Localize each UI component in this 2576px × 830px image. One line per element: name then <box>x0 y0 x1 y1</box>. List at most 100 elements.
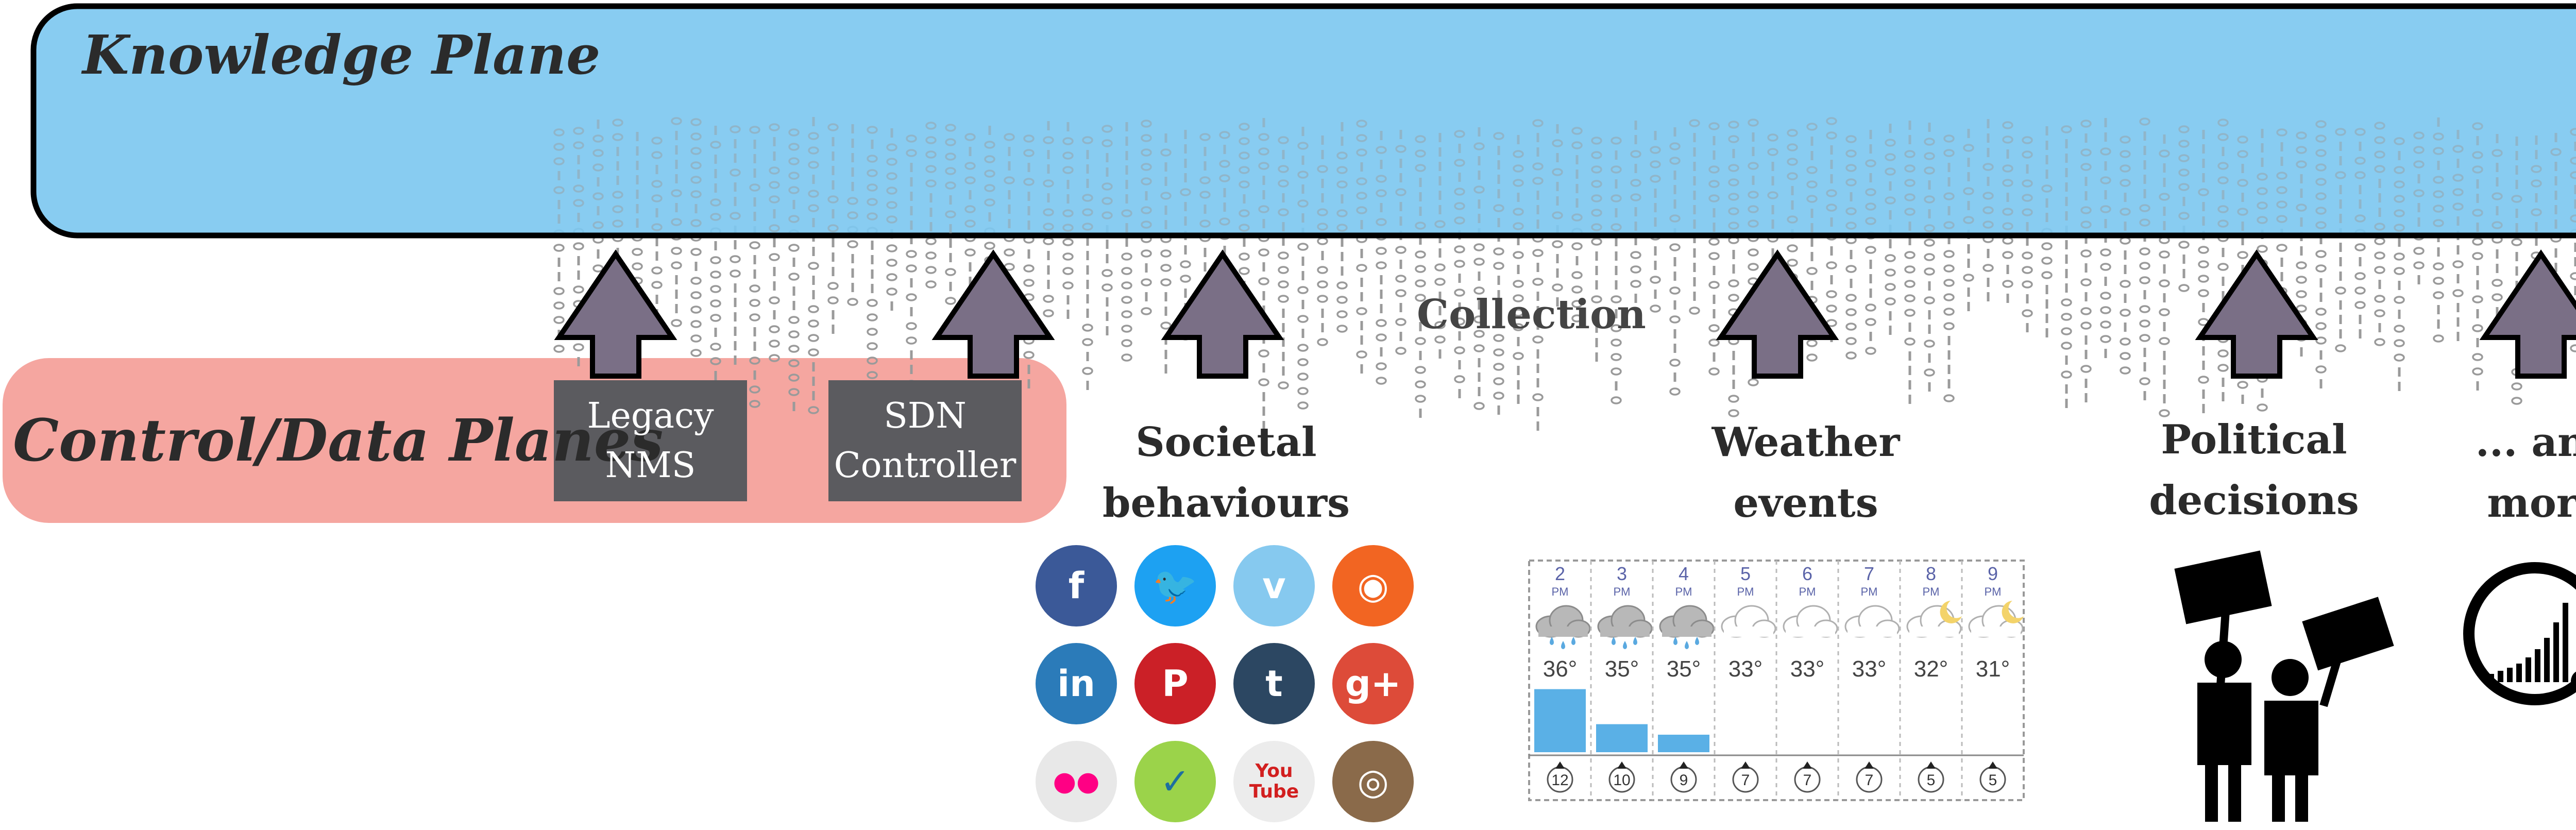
stream-zero <box>1297 372 1309 381</box>
stream-zero <box>1885 254 1896 262</box>
stream-zero <box>984 155 995 163</box>
stream-zero <box>945 124 956 132</box>
stream-zero <box>1532 335 1544 344</box>
stream-zero <box>2159 409 2170 417</box>
stream-zero <box>1806 267 1818 275</box>
stream-zero <box>2335 128 2346 136</box>
stream-zero <box>1043 309 1054 317</box>
weather-ampm: PM <box>1737 585 1754 598</box>
stream-zero <box>1278 165 1289 173</box>
stream-zero <box>1904 337 1916 346</box>
stream-zero <box>984 242 995 250</box>
stream-zero <box>2394 296 2405 304</box>
stream-zero <box>1904 208 1916 216</box>
stream-zero <box>2120 164 2131 173</box>
stream-zero <box>1571 314 1583 323</box>
stream-zero <box>2217 364 2229 372</box>
stream-zero <box>808 406 819 414</box>
stream-zero <box>2100 263 2111 271</box>
stream-zero <box>2120 280 2131 288</box>
stream-zero <box>1434 321 1446 329</box>
stream-zero <box>1552 211 1563 219</box>
stream-zero <box>2433 132 2444 141</box>
stream-zero <box>1571 127 1583 135</box>
stream-zero <box>1885 196 1896 205</box>
stream-zero <box>2120 208 2131 216</box>
stream-zero <box>2374 150 2385 159</box>
stream-zero <box>1943 192 1955 200</box>
stream-zero <box>671 319 682 327</box>
stream-zero <box>964 162 976 170</box>
wind-speed: 5 <box>1989 772 1997 789</box>
stream-zero <box>2139 117 2150 126</box>
stream-zero <box>1199 133 1211 141</box>
stream-zero <box>1258 133 1269 141</box>
stream-zero <box>1415 294 1426 302</box>
stream-zero <box>1513 164 1524 173</box>
stream-zero <box>2080 278 2092 286</box>
stream-zero <box>1121 353 1132 362</box>
stream-zero <box>1004 176 1015 184</box>
stream-zero <box>2315 264 2327 273</box>
stream-zero <box>906 264 917 273</box>
stream-zero <box>1532 177 1544 185</box>
stream-zero <box>1082 367 1093 375</box>
stream-zero <box>1415 164 1426 172</box>
stream-zero <box>1317 223 1328 231</box>
stream-zero <box>2335 286 2346 295</box>
stream-zero <box>2433 176 2444 184</box>
stream-zero <box>632 262 643 270</box>
stream-zero <box>1141 120 1152 128</box>
stream-zero <box>2139 247 2150 256</box>
stream-zero <box>1101 269 1113 277</box>
stream-zero <box>1454 317 1465 326</box>
foursquare-icon: ✓ <box>1134 741 1216 822</box>
tumblr-icon: t <box>1233 643 1315 724</box>
stream-zero <box>1708 238 1720 246</box>
stream-zero <box>1434 335 1446 344</box>
stream-zero <box>867 371 878 379</box>
stream-zero <box>1924 195 1935 204</box>
stream-zero <box>2139 276 2150 284</box>
precipitation-bar <box>1534 689 1586 752</box>
stream-zero <box>2041 242 2053 250</box>
stream-zero <box>1806 166 1818 174</box>
stream-zero <box>1689 119 1700 127</box>
stream-zero <box>964 219 976 228</box>
category-societal-line1: Societal <box>1136 419 1317 466</box>
legacy-nms-label-line2: NMS <box>605 445 696 486</box>
stream-zero <box>1239 166 1250 174</box>
cloud-icon <box>1721 605 1776 638</box>
stream-zero <box>1062 238 1074 246</box>
stream-zero <box>1141 221 1152 229</box>
stream-zero <box>1258 147 1269 156</box>
stream-zero <box>867 299 878 307</box>
stream-zero <box>1943 149 1955 157</box>
stream-zero <box>2315 192 2327 200</box>
stream-zero <box>906 250 917 258</box>
stream-zero <box>769 166 780 175</box>
stream-zero <box>886 201 897 209</box>
stream-zero <box>2139 377 2150 385</box>
stream-zero <box>2570 171 2576 179</box>
stream-zero <box>2041 271 2053 279</box>
stream-zero <box>1415 279 1426 287</box>
stream-zero <box>1513 323 1524 331</box>
stream-zero <box>984 184 995 192</box>
stream-zero <box>788 359 800 367</box>
stream-zero <box>1336 296 1348 304</box>
stream-zero <box>808 146 819 155</box>
stream-zero <box>1630 179 1641 187</box>
category-political: Political decisions <box>2099 410 2409 531</box>
stream-zero <box>2022 179 2033 188</box>
stream-zero <box>1728 395 1739 403</box>
stream-zero <box>1650 146 1661 154</box>
stream-zero <box>2022 194 2033 202</box>
stream-zero <box>1787 158 1798 166</box>
stream-zero <box>886 215 897 224</box>
stream-zero <box>1297 315 1309 323</box>
stream-zero <box>1336 180 1348 189</box>
stream-zero <box>827 296 839 304</box>
stream-zero <box>2217 176 2229 184</box>
stream-zero <box>1297 171 1309 179</box>
